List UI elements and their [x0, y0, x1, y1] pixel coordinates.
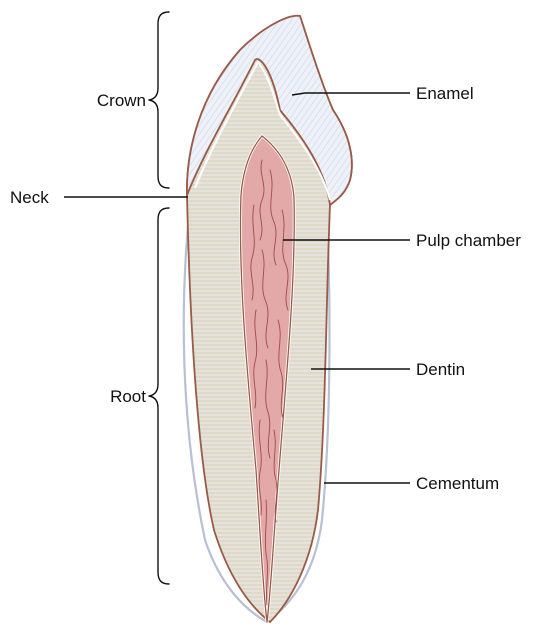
neck-label: Neck: [10, 188, 49, 207]
cementum-label: Cementum: [416, 474, 499, 493]
dentin-label: Dentin: [416, 360, 465, 379]
root-brace: [149, 208, 169, 584]
enamel-label: Enamel: [416, 84, 474, 103]
crown-brace: [149, 12, 169, 188]
crown-label: Crown: [97, 91, 146, 110]
pulp-chamber-label: Pulp chamber: [416, 231, 521, 250]
root-label: Root: [110, 387, 146, 406]
